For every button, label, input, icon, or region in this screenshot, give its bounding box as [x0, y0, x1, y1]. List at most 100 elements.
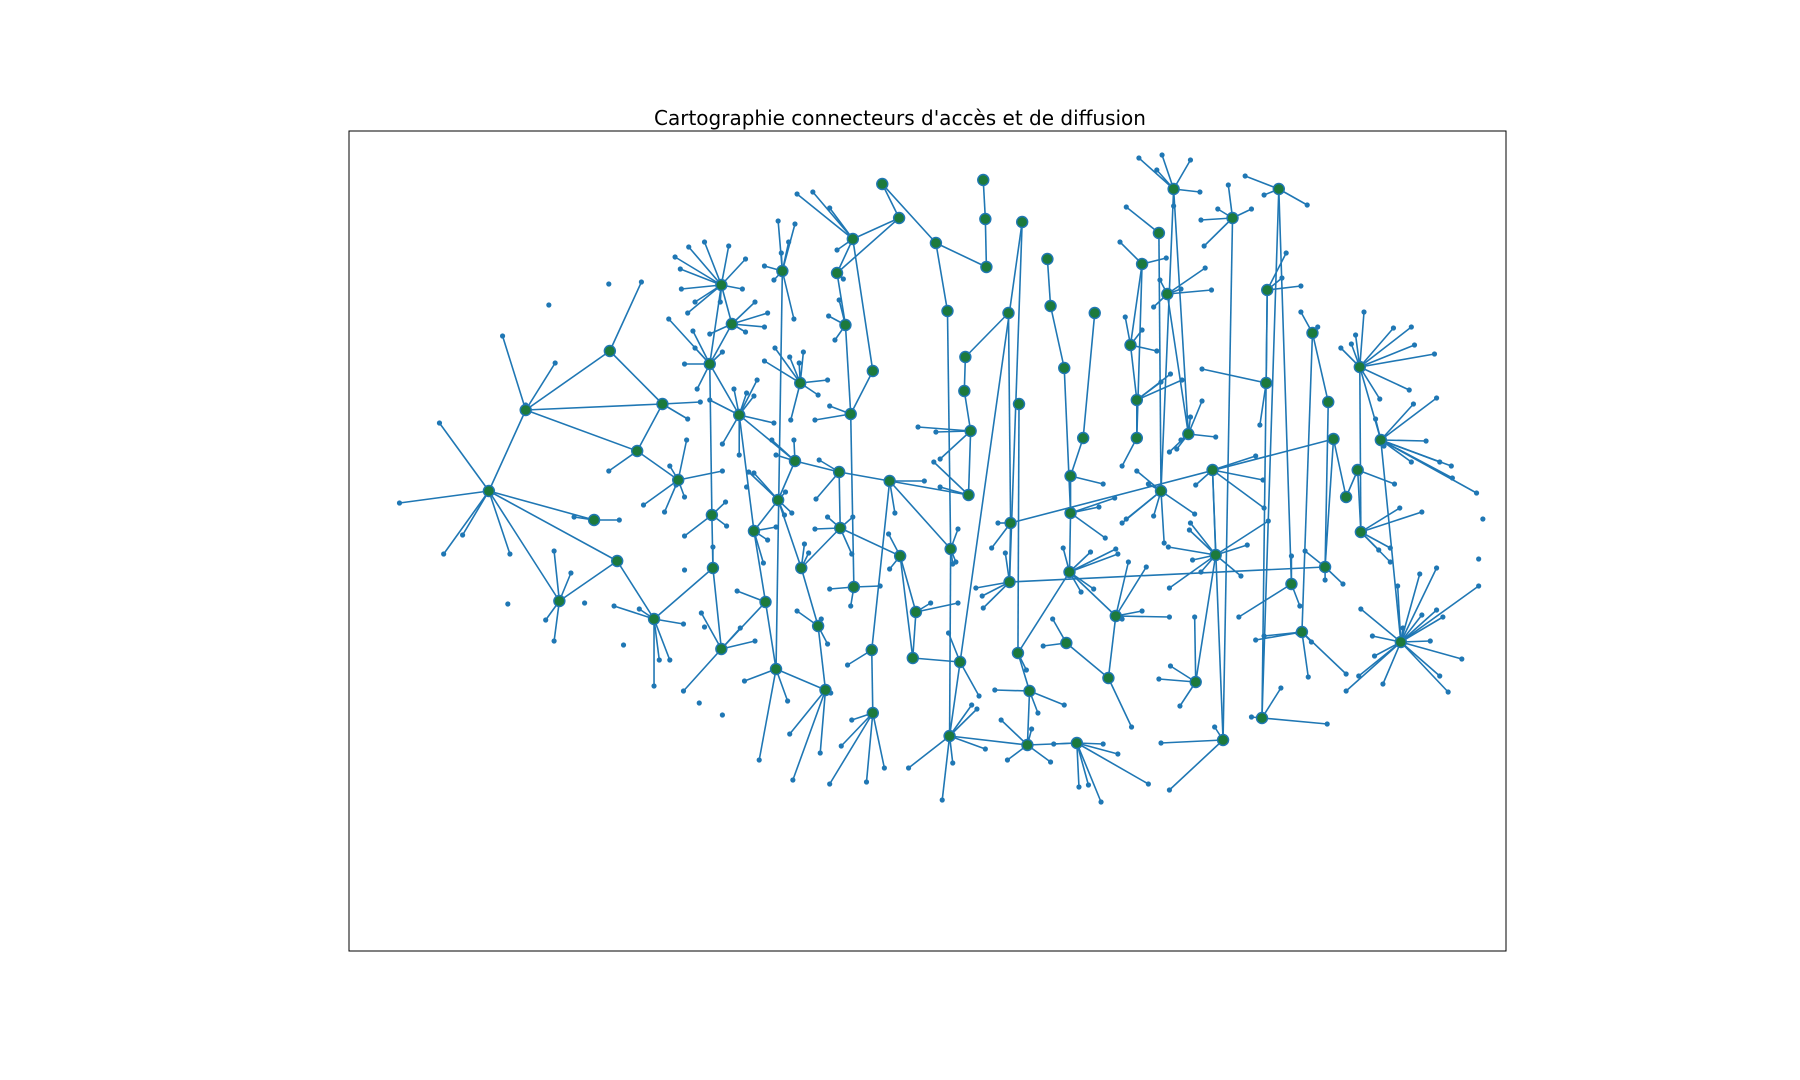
- access-node: [1480, 516, 1486, 522]
- distribution-node: [830, 266, 844, 280]
- access-node: [1449, 475, 1455, 481]
- graph-edge: [687, 284, 722, 314]
- access-node: [459, 532, 466, 538]
- access-node: [1145, 481, 1151, 487]
- access-node: [680, 621, 687, 627]
- graph-edge: [1063, 367, 1072, 514]
- access-node: [686, 244, 692, 250]
- access-node: [1187, 520, 1194, 526]
- graph-edge: [764, 601, 777, 670]
- access-node: [1186, 527, 1193, 533]
- access-node: [827, 586, 833, 592]
- access-node: [1253, 637, 1259, 643]
- access-node: [719, 712, 725, 718]
- graph-edge: [501, 335, 527, 411]
- access-node: [1145, 781, 1151, 787]
- access-node: [1157, 277, 1163, 283]
- graph-edge: [616, 560, 655, 620]
- distribution-node: [1374, 433, 1388, 447]
- access-node: [1297, 603, 1303, 609]
- graph-edge: [800, 567, 819, 627]
- access-node: [1437, 673, 1443, 679]
- access-node: [849, 551, 855, 557]
- access-node: [499, 333, 506, 339]
- graph-edge: [688, 246, 722, 286]
- access-node: [933, 429, 939, 435]
- access-node: [1128, 724, 1135, 730]
- graph-edge: [881, 183, 900, 219]
- distribution-node: [1189, 675, 1202, 689]
- graph-edge: [935, 242, 987, 268]
- graph-edge: [912, 657, 961, 663]
- distribution-node: [1002, 306, 1015, 320]
- access-node: [826, 313, 832, 319]
- access-node: [801, 541, 808, 547]
- access-node: [741, 678, 748, 684]
- graph-edge: [1065, 642, 1109, 679]
- graph-edge: [488, 409, 527, 492]
- access-node: [937, 484, 943, 490]
- graph-edge: [399, 490, 489, 504]
- graph-edge: [488, 490, 511, 555]
- distribution-node: [1216, 733, 1230, 747]
- distribution-node: [1076, 431, 1090, 445]
- graph-edge: [899, 555, 917, 613]
- graph-edge: [949, 708, 978, 737]
- access-node: [982, 746, 988, 752]
- access-node: [1476, 556, 1482, 562]
- access-node: [844, 662, 851, 668]
- plot-title: Cartographie connecteurs d'accès et de d…: [654, 106, 1146, 130]
- graph-edge: [738, 379, 758, 416]
- access-node: [1002, 550, 1008, 556]
- graph-edge: [817, 625, 827, 691]
- access-node: [1198, 217, 1204, 223]
- graph-edge: [1049, 305, 1066, 369]
- access-node: [791, 437, 797, 443]
- graph-edge: [1301, 631, 1310, 678]
- graph-edge: [1301, 631, 1347, 675]
- access-node: [773, 452, 779, 458]
- access-node: [1338, 345, 1344, 351]
- graph-edge: [613, 605, 655, 620]
- distribution-node: [1063, 565, 1076, 579]
- access-node: [1236, 614, 1242, 620]
- graph-edge: [933, 461, 970, 496]
- graph-edge: [1203, 217, 1234, 247]
- distribution-node: [1226, 211, 1239, 225]
- access-node: [1165, 544, 1171, 550]
- graph-edge: [1136, 379, 1183, 401]
- access-node: [1445, 689, 1451, 695]
- access-node: [1040, 643, 1046, 649]
- access-node: [710, 544, 716, 550]
- graph-edge: [1400, 641, 1441, 677]
- graph-edge: [889, 480, 969, 496]
- graph-edge: [789, 689, 827, 735]
- access-node: [1440, 614, 1446, 620]
- access-node: [640, 502, 647, 508]
- access-node: [789, 510, 795, 516]
- graph-edge: [967, 430, 972, 496]
- graph-edge: [1007, 312, 1012, 524]
- access-node: [1395, 583, 1401, 589]
- access-node: [778, 250, 784, 256]
- graph-edge: [753, 530, 767, 603]
- graph-edge: [899, 555, 914, 659]
- access-node: [551, 548, 557, 554]
- graph-edge: [1360, 507, 1401, 533]
- access-node: [685, 416, 691, 422]
- access-node: [877, 583, 883, 589]
- graph-edge: [777, 499, 803, 569]
- access-node: [760, 560, 767, 566]
- graph-edge: [777, 460, 796, 501]
- distribution-node: [1064, 506, 1077, 520]
- access-node: [816, 457, 822, 463]
- access-node: [620, 642, 627, 648]
- access-node: [781, 512, 788, 518]
- graph-edge: [1010, 438, 1334, 524]
- access-node: [939, 797, 945, 803]
- graph-edge: [700, 612, 723, 650]
- distribution-node: [1058, 361, 1071, 375]
- graph-edge: [1357, 469, 1395, 485]
- access-node: [761, 358, 768, 364]
